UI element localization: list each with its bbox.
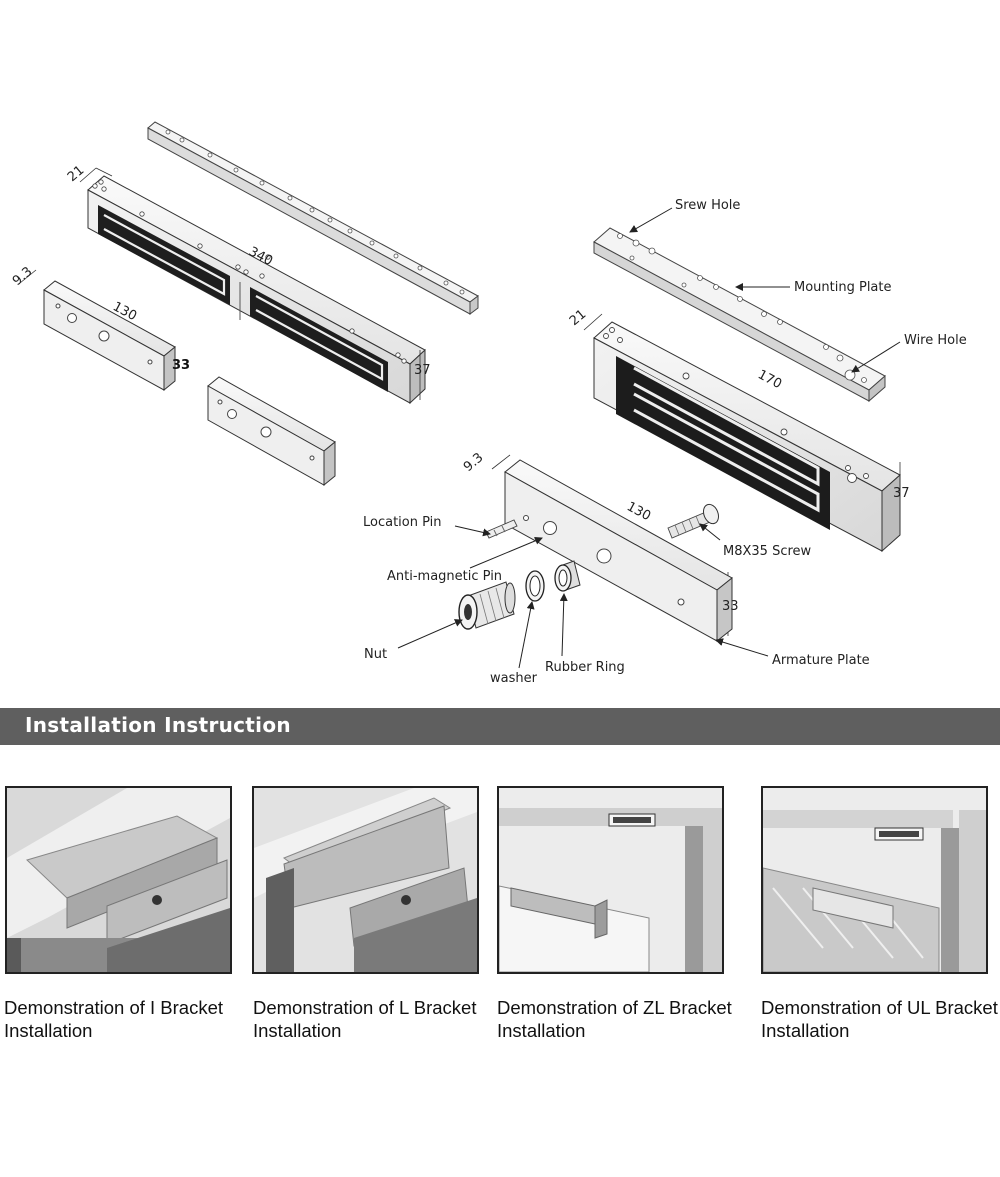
label-anti-magnetic-pin: Anti-magnetic Pin — [387, 569, 502, 584]
single-length-dim: 170 — [755, 367, 784, 392]
double-maglock-body — [87, 175, 426, 405]
zl-bracket-demo-image — [497, 786, 724, 974]
double-armature-height-dim: 33 — [172, 358, 190, 373]
single-armature-height-dim: 33 — [722, 599, 739, 614]
section-banner: Installation Instruction — [0, 708, 1000, 745]
double-armature-plate-1 — [43, 280, 176, 392]
label-mounting-plate: Mounting Plate — [794, 280, 892, 295]
nut-part — [458, 581, 516, 630]
label-wire-hole: Wire Hole — [904, 333, 967, 348]
double-armature-thickness-dim: 9.3 — [10, 264, 35, 289]
i-bracket-demo-image — [5, 786, 232, 974]
single-height-dim: 37 — [893, 486, 910, 501]
double-armature-plate-2 — [207, 376, 336, 487]
l-bracket-caption: Demonstration of L Bracket Installation — [253, 997, 477, 1041]
i-bracket-caption: Demonstration of I Bracket Installation — [4, 997, 224, 1041]
label-rubber-ring: Rubber Ring — [545, 660, 625, 675]
rubber-ring-part — [554, 560, 581, 592]
location-pin-part — [485, 519, 518, 539]
single-mounting-plate — [593, 227, 886, 403]
m8-screw-part — [667, 503, 719, 539]
section-title: Installation Instruction — [25, 713, 291, 737]
label-nut: Nut — [364, 647, 387, 662]
single-width-dim: 21 — [567, 307, 589, 329]
label-screw-hole: Srew Hole — [675, 198, 740, 213]
zl-bracket-caption: Demonstration of ZL Bracket Installation — [497, 997, 732, 1041]
single-armature-thickness-dim: 9.3 — [461, 450, 486, 475]
label-m8-screw: M8X35 Screw — [723, 544, 812, 559]
l-bracket-demo-image — [252, 786, 479, 974]
ul-bracket-caption: Demonstration of UL Bracket Installation — [761, 997, 998, 1041]
double-dimension-lines — [19, 167, 421, 400]
double-height-dim: 37 — [414, 363, 431, 378]
label-armature-plate: Armature Plate — [772, 653, 870, 668]
label-washer: washer — [490, 671, 538, 686]
label-location-pin: Location Pin — [363, 515, 442, 530]
washer-part — [525, 570, 545, 602]
exploded-parts-diagram: 21 340 37 9.3 130 33 — [10, 121, 967, 686]
single-maglock-body — [593, 321, 901, 553]
double-width-dim: 21 — [65, 163, 87, 185]
double-mounting-plate — [147, 121, 479, 315]
leader-arrows — [397, 207, 901, 669]
single-armature-plate — [504, 459, 733, 643]
ul-bracket-demo-image — [761, 786, 988, 974]
